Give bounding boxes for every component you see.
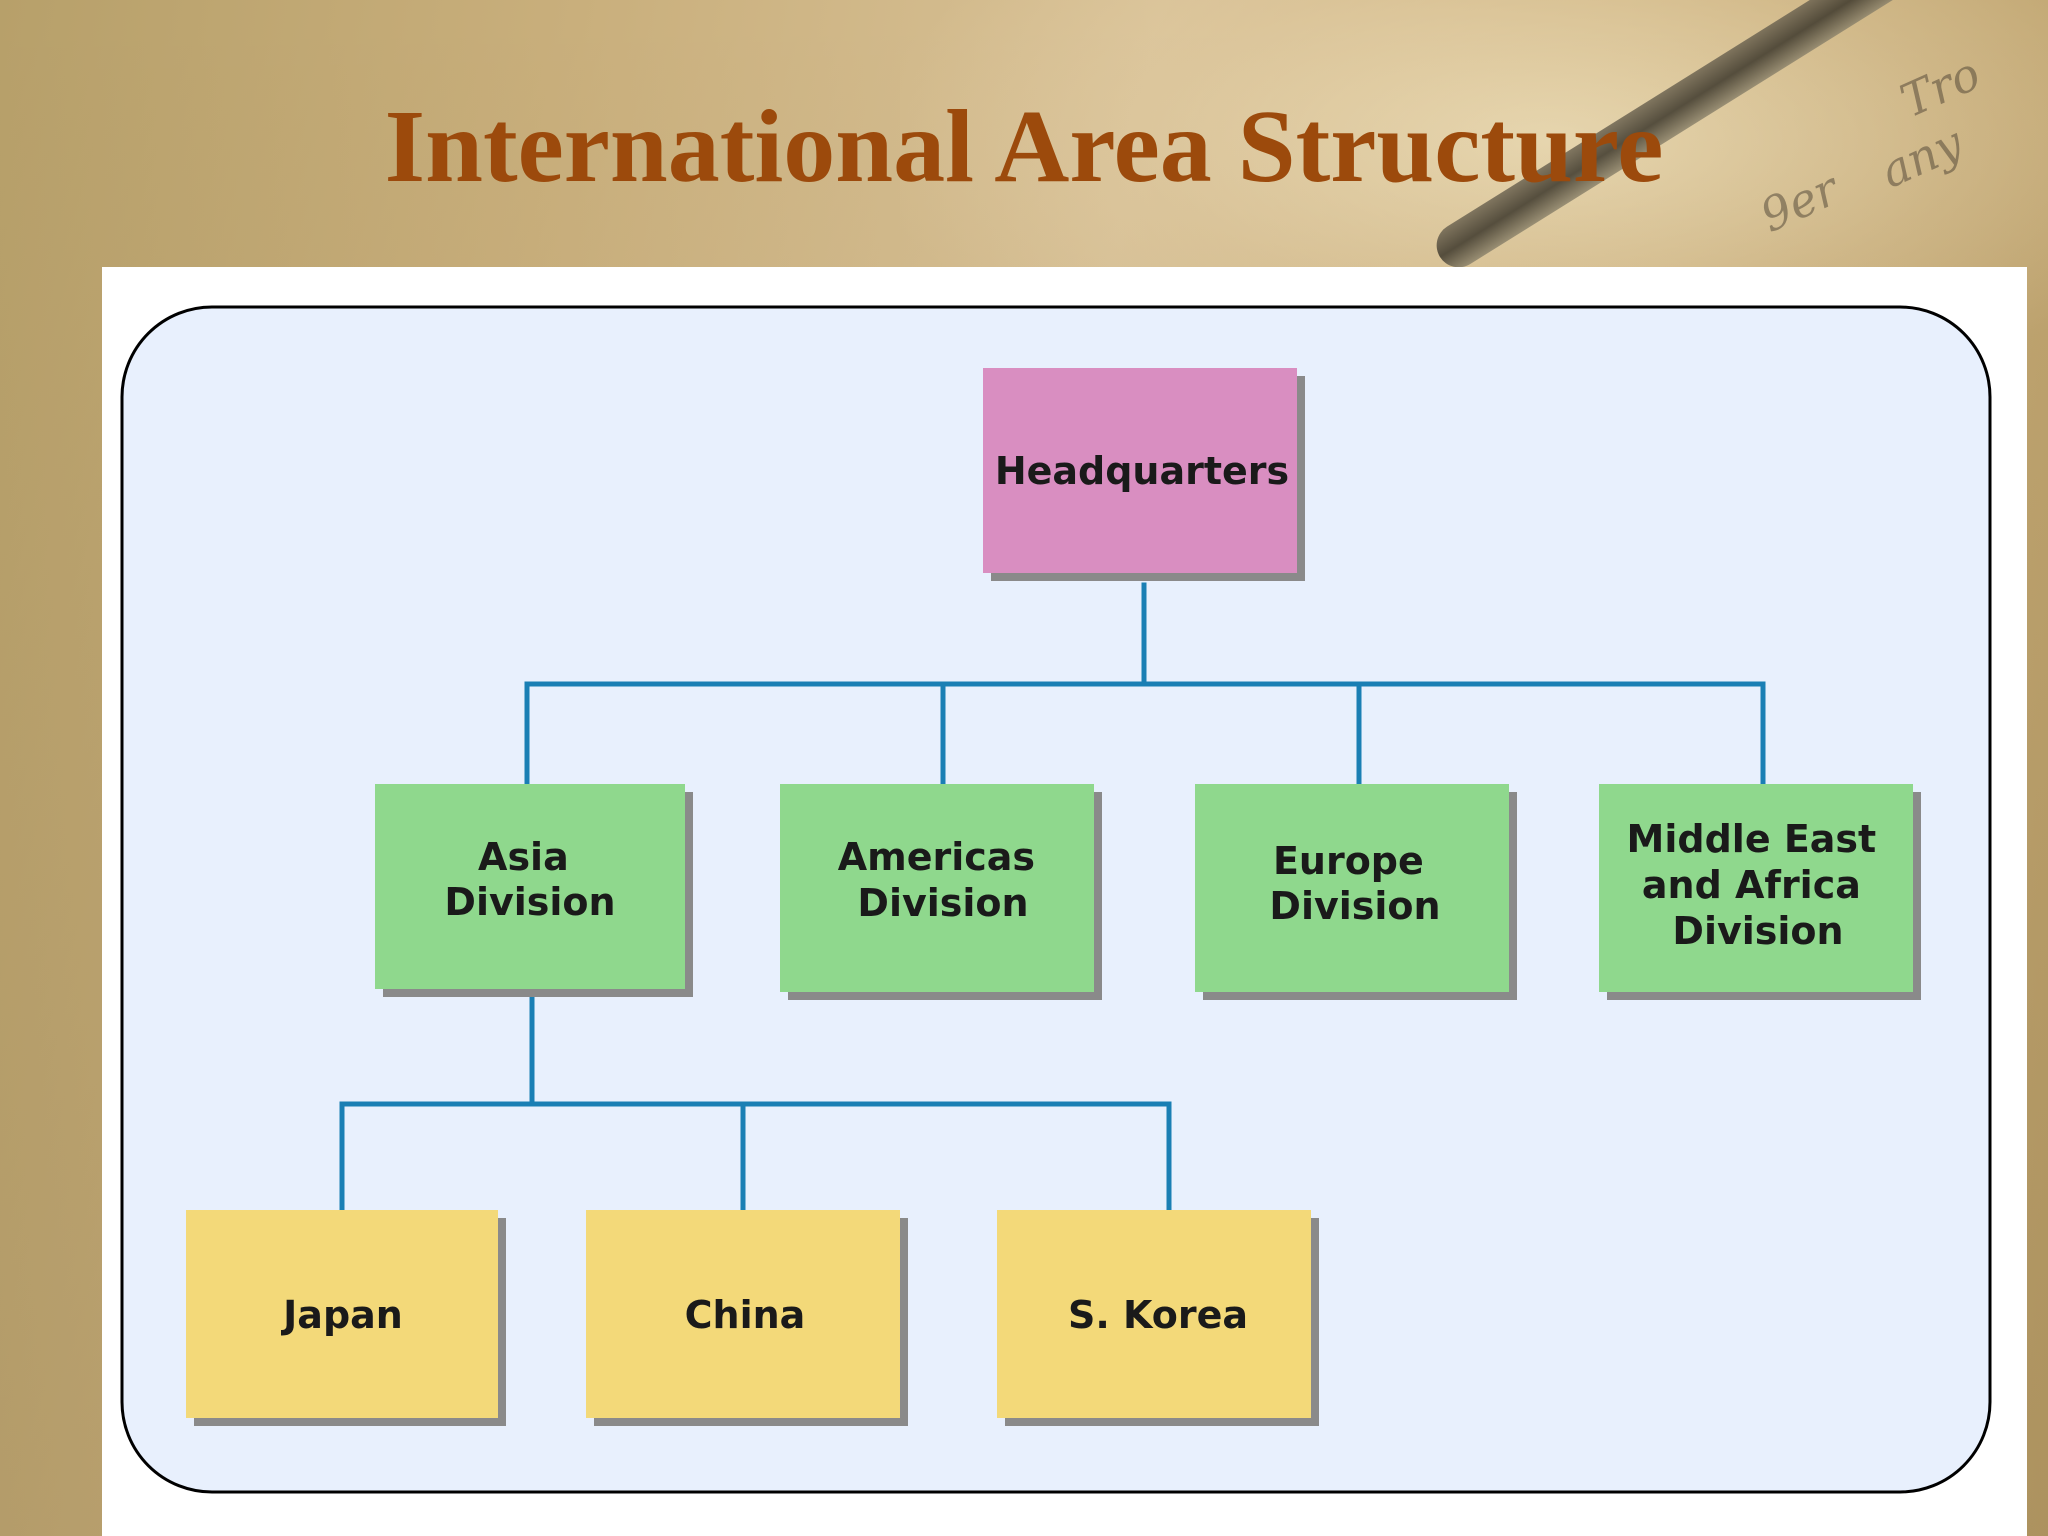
division-label-asia: Asia Division — [444, 835, 615, 924]
slide-title: International Area Structure — [384, 89, 1664, 204]
country-box-japan: Japan — [186, 1210, 498, 1418]
connector-lines — [339, 582, 1766, 1213]
diagram-panel: Headquarters Asia Division Americas Divi… — [102, 267, 2027, 1536]
country-box-s-korea: S. Korea — [997, 1210, 1311, 1418]
country-box-china: China — [586, 1210, 900, 1418]
division-label-middle-east-africa: Middle East and Africa Division — [1627, 817, 1890, 953]
country-label-s-korea: S. Korea — [1068, 1293, 1248, 1337]
division-box-americas: Americas Division — [780, 784, 1094, 992]
headquarters-label: Headquarters — [995, 449, 1289, 493]
org-chart: Headquarters Asia Division Americas Divi… — [120, 305, 1992, 1494]
country-label-china: China — [685, 1293, 806, 1337]
country-label-japan: Japan — [280, 1293, 403, 1337]
headquarters-box: Headquarters — [983, 368, 1297, 573]
division-label-europe: Europe Division — [1269, 839, 1440, 928]
division-box-asia: Asia Division — [375, 784, 685, 989]
division-box-europe: Europe Division — [1195, 784, 1509, 992]
division-label-americas: Americas Division — [838, 835, 1049, 925]
division-box-middle-east-africa: Middle East and Africa Division — [1599, 784, 1913, 992]
